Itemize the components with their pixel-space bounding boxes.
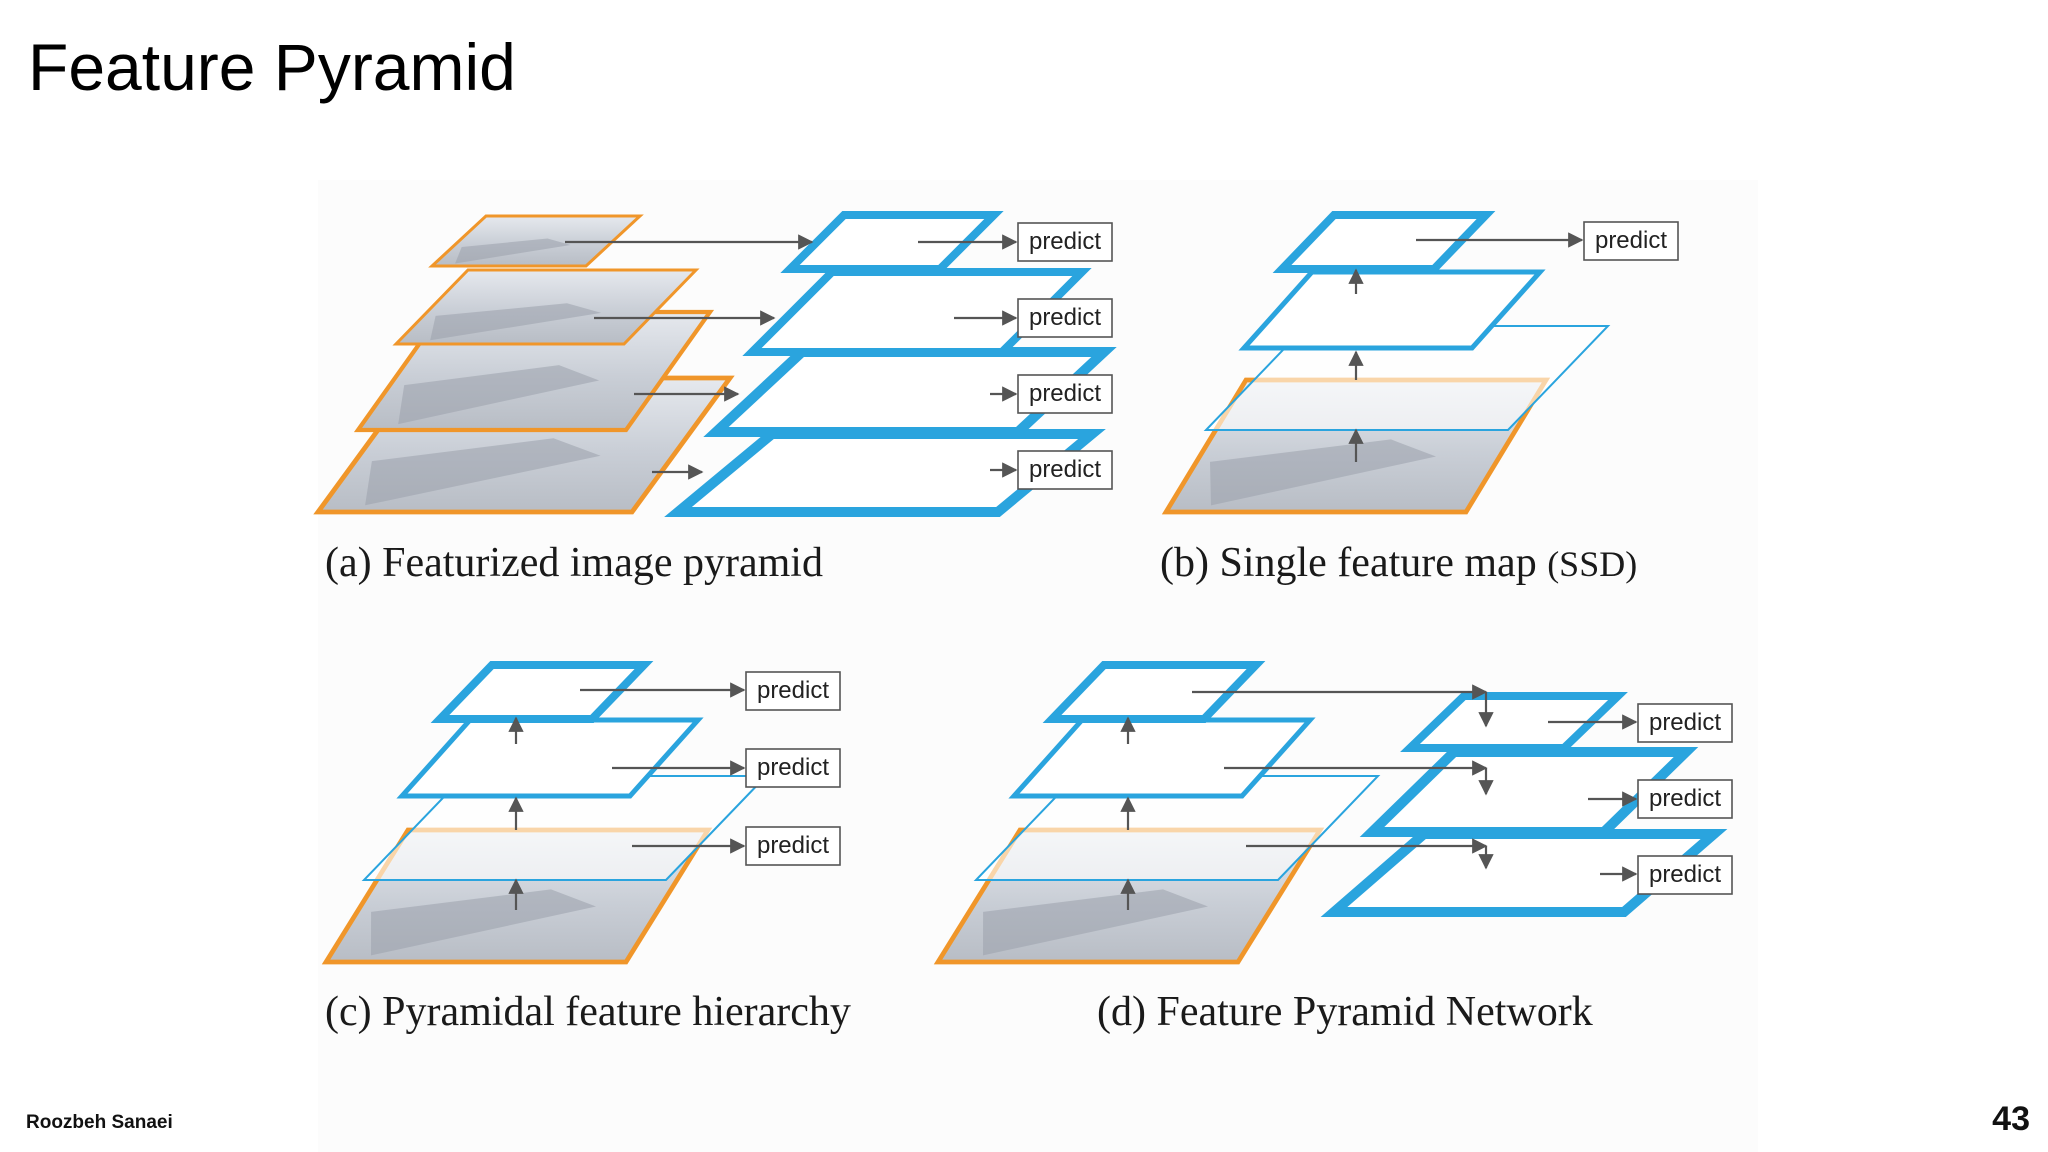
panel-c-image-boat xyxy=(371,889,596,956)
caption-d-text: (d) Feature Pyramid Network xyxy=(1097,989,1593,1035)
panel-d-image-boat xyxy=(983,889,1208,956)
panel-c-predict-3-label: predict xyxy=(757,832,829,859)
panel-c-map-3 xyxy=(430,661,654,723)
panel-a-predict-1-frame xyxy=(1017,222,1113,262)
panel-a-predict-4: predict xyxy=(1017,450,1113,490)
panel-d-map-2 xyxy=(1008,717,1316,799)
caption-c: (c) Pyramidal feature hierarchy xyxy=(325,991,851,1033)
panel-a-image-4-border xyxy=(428,214,644,268)
panel-a-image-1-boat xyxy=(365,438,601,506)
caption-a-text: (a) Featurized image pyramid xyxy=(325,540,823,586)
panel-d-map-1 xyxy=(973,775,1381,881)
slide-title: Feature Pyramid xyxy=(28,30,516,104)
panel-b-map-1 xyxy=(1203,325,1611,431)
panel-d-predict-2-label: predict xyxy=(1649,785,1721,812)
panel-a-predict-3: predict xyxy=(1017,374,1113,414)
panel-a-image-4 xyxy=(428,214,644,268)
panel-a-image-3 xyxy=(392,268,700,346)
panel-b-map-2 xyxy=(1238,269,1546,351)
panel-b-predict-1-frame xyxy=(1583,221,1679,261)
panel-d-top-map-3 xyxy=(1400,692,1628,752)
caption-b: (b) Single feature map (SSD) xyxy=(1160,542,1637,584)
author-name: Roozbeh Sanaei xyxy=(26,1112,173,1133)
panel-a-predict-4-label: predict xyxy=(1029,456,1101,483)
panel-c-predict-3: predict xyxy=(745,826,841,866)
panel-a-predict-1-label: predict xyxy=(1029,228,1101,255)
panel-d-predict-1-label: predict xyxy=(1649,709,1721,736)
panel-c-predict-2: predict xyxy=(745,748,841,788)
caption-a: (a) Featurized image pyramid xyxy=(325,542,823,584)
panel-c-map-1 xyxy=(361,775,769,881)
panel-b-predict-1-label: predict xyxy=(1595,227,1667,254)
caption-c-text: (c) Pyramidal feature hierarchy xyxy=(325,989,851,1035)
panel-d-predict-3-label: predict xyxy=(1649,861,1721,888)
panel-c-predict-1: predict xyxy=(745,671,841,711)
panel-d-top-map-2 xyxy=(1359,747,1699,837)
panel-c-map-2 xyxy=(396,717,704,799)
panel-b-map-3 xyxy=(1272,211,1496,273)
panel-a-map-4 xyxy=(780,211,1004,273)
panel-a-predict-2-frame xyxy=(1017,298,1113,338)
panel-a-map-3 xyxy=(742,268,1092,356)
panel-d-predict-3: predict xyxy=(1637,855,1733,895)
panel-a-predict-4-frame xyxy=(1017,450,1113,490)
panel-a-image-3-border xyxy=(392,268,700,346)
panel-d-predict-3-frame xyxy=(1637,855,1733,895)
panel-a-image-4-boat xyxy=(455,238,571,264)
panel-d-map-3 xyxy=(1042,661,1266,723)
caption-b-suffix: (SSD) xyxy=(1547,544,1638,584)
panel-a-predict-1: predict xyxy=(1017,222,1113,262)
panel-b-image-boat xyxy=(1210,439,1436,506)
panel-c-predict-2-frame xyxy=(745,748,841,788)
panel-a-predict-3-label: predict xyxy=(1029,380,1101,407)
caption-d: (d) Feature Pyramid Network xyxy=(1097,991,1593,1033)
caption-b-text: (b) Single feature map xyxy=(1160,540,1537,586)
panel-b-predict-1: predict xyxy=(1583,221,1679,261)
panel-d-top-map-1 xyxy=(1320,829,1728,917)
panel-a-predict-2: predict xyxy=(1017,298,1113,338)
panel-c-predict-2-label: predict xyxy=(757,754,829,781)
panel-d-predict-2: predict xyxy=(1637,779,1733,819)
panel-c-predict-3-frame xyxy=(745,826,841,866)
panel-d-predict-1: predict xyxy=(1637,703,1733,743)
panel-a-image-3-boat xyxy=(430,303,602,341)
page-number: 43 xyxy=(1992,1100,2030,1138)
panel-a-predict-3-frame xyxy=(1017,374,1113,414)
panel-c-predict-1-frame xyxy=(745,671,841,711)
panel-d-predict-2-frame xyxy=(1637,779,1733,819)
panel-c-predict-1-label: predict xyxy=(757,677,829,704)
panel-a-image-2-boat xyxy=(398,365,600,425)
panel-a-predict-2-label: predict xyxy=(1029,304,1101,331)
panel-d-predict-1-frame xyxy=(1637,703,1733,743)
